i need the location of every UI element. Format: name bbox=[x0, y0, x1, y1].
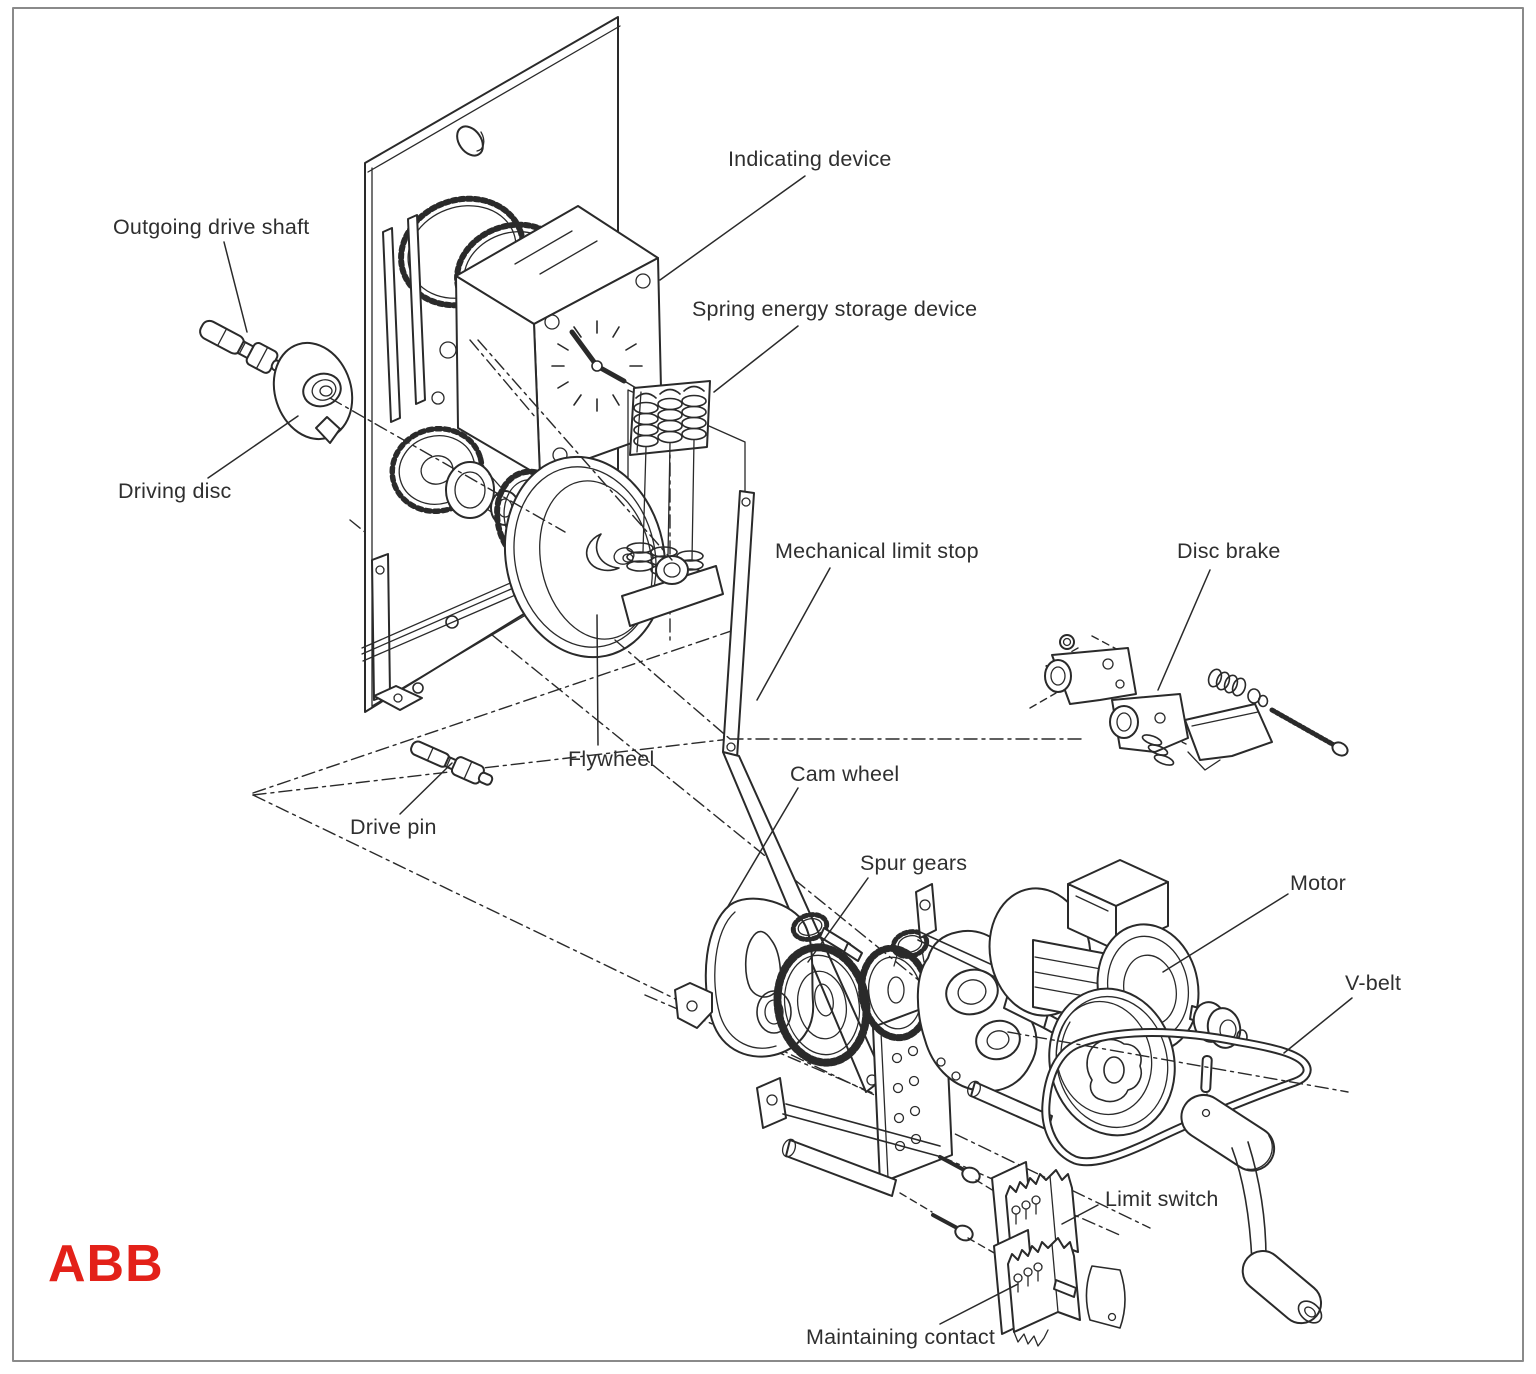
mounting-straps bbox=[674, 883, 1053, 1255]
label-drive-pin: Drive pin bbox=[350, 815, 437, 839]
label-outgoing-drive-shaft: Outgoing drive shaft bbox=[113, 215, 310, 239]
label-indicating-device: Indicating device bbox=[728, 147, 892, 171]
label-disc-brake: Disc brake bbox=[1177, 539, 1281, 563]
label-driving-disc: Driving disc bbox=[118, 479, 232, 503]
outgoing-drive-shaft-part bbox=[199, 319, 285, 374]
label-mechanical-limit-stop: Mechanical limit stop bbox=[775, 539, 979, 563]
maintaining-contact-part bbox=[993, 1229, 1126, 1347]
label-motor: Motor bbox=[1290, 871, 1346, 895]
page-border bbox=[12, 7, 1524, 1362]
guide-rail bbox=[371, 553, 423, 711]
spur-gears-part bbox=[773, 929, 932, 1067]
label-cam-wheel: Cam wheel bbox=[790, 762, 900, 786]
label-v-belt: V-belt bbox=[1345, 971, 1402, 995]
leader-lines bbox=[207, 175, 1353, 1325]
drive-pin-part bbox=[410, 740, 494, 786]
label-limit-switch: Limit switch bbox=[1105, 1187, 1219, 1211]
spring-pack bbox=[621, 380, 746, 646]
label-flywheel: Flywheel bbox=[568, 747, 655, 771]
label-spring-energy-storage-device: Spring energy storage device bbox=[692, 297, 978, 321]
dial-gauge bbox=[551, 320, 643, 412]
hand-crank bbox=[1180, 1055, 1323, 1325]
indicating-device-part bbox=[455, 205, 663, 477]
ratchet-wheel bbox=[389, 425, 485, 515]
driving-disc-part bbox=[272, 341, 354, 444]
label-maintaining-contact: Maintaining contact bbox=[806, 1325, 996, 1349]
gear-housing bbox=[916, 930, 1081, 1093]
disc-brake-part bbox=[1029, 634, 1349, 771]
center-lines-front bbox=[329, 339, 1349, 1093]
abb-logo: ABB bbox=[48, 1235, 164, 1293]
v-belt-part bbox=[1041, 1028, 1312, 1167]
label-spur-gears: Spur gears bbox=[860, 851, 968, 875]
pulley-part bbox=[1048, 987, 1176, 1137]
